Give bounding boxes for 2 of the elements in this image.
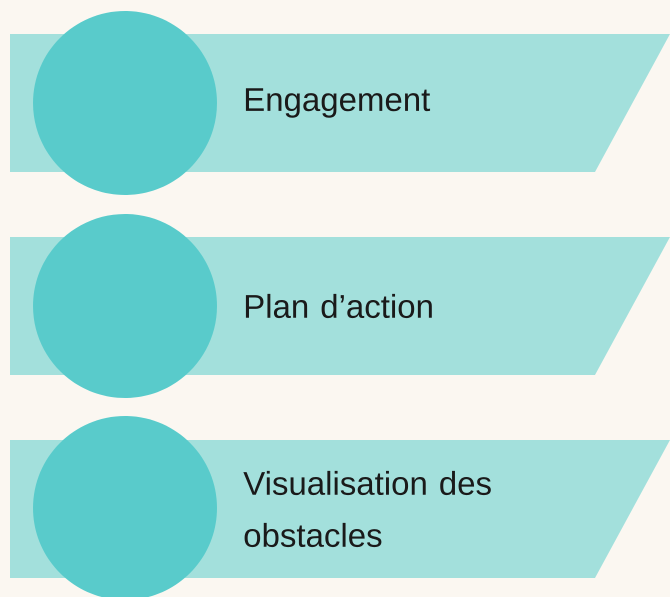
circle <box>33 214 217 398</box>
circle <box>33 11 217 195</box>
